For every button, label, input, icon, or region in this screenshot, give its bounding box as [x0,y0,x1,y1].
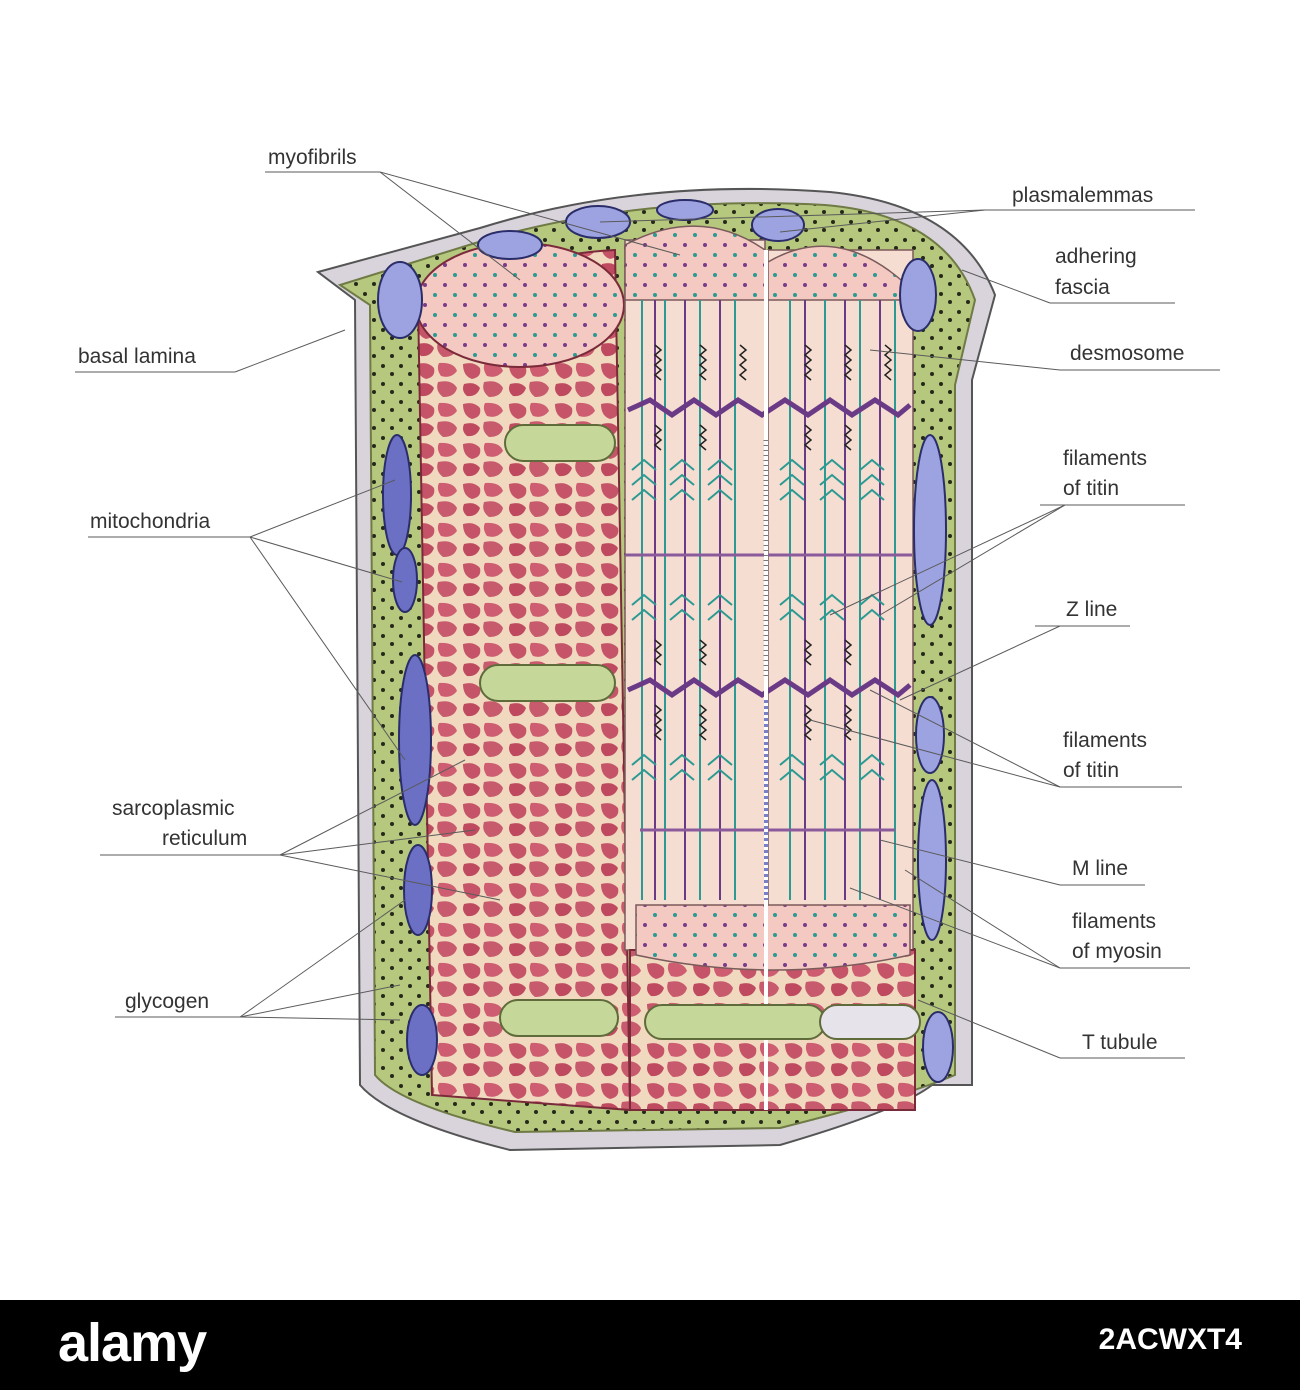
t-tubules [479,424,921,1040]
muscle-fiber-diagram: myofibrils plasmalemmas adhering fascia … [75,146,1220,1152]
label-m-line: M line [1072,857,1128,880]
label-sarcoplasmic-reticulum-1: sarcoplasmic [112,797,235,820]
watermark-footer: alamy 2ACWXT4 [0,1300,1300,1390]
label-filaments-of-myosin-2: of myosin [1072,940,1162,963]
z-line-top [626,396,912,419]
brand-logo: alamy [58,1312,207,1374]
brand-text: alamy [58,1313,207,1373]
label-glycogen: glycogen [125,990,209,1013]
myosin-filaments [654,300,881,900]
label-myofibrils: myofibrils [268,146,357,169]
label-filaments-of-myosin-1: filaments [1072,910,1156,933]
label-filaments-of-titin-mid-2: of titin [1063,759,1119,782]
label-t-tubule: T tubule [1082,1031,1158,1054]
label-desmosome: desmosome [1070,342,1184,365]
label-z-line: Z line [1066,598,1117,621]
label-mitochondria: mitochondria [90,510,211,533]
label-filaments-of-titin-top-1: filaments [1063,447,1147,470]
label-filaments-of-titin-top-2: of titin [1063,477,1119,500]
z-line-bottom [626,676,912,699]
label-filaments-of-titin-mid-1: filaments [1063,729,1147,752]
label-basal-lamina: basal lamina [78,345,196,368]
label-plasmalemmas: plasmalemmas [1012,184,1153,207]
leader-lines [75,171,1220,1059]
label-adhering-fascia-1: adhering [1055,245,1137,268]
label-sarcoplasmic-reticulum-2: reticulum [162,827,247,850]
left-myofibril-cross-section [415,242,625,368]
image-id-text: 2ACWXT4 [1098,1323,1242,1356]
label-adhering-fascia-2: fascia [1055,276,1110,299]
mitochondria [377,199,954,1083]
titin-springs [653,344,893,741]
lower-cross-section [635,904,911,971]
middle-myofibril [624,239,766,951]
middle-myofibril-cap [624,225,766,301]
